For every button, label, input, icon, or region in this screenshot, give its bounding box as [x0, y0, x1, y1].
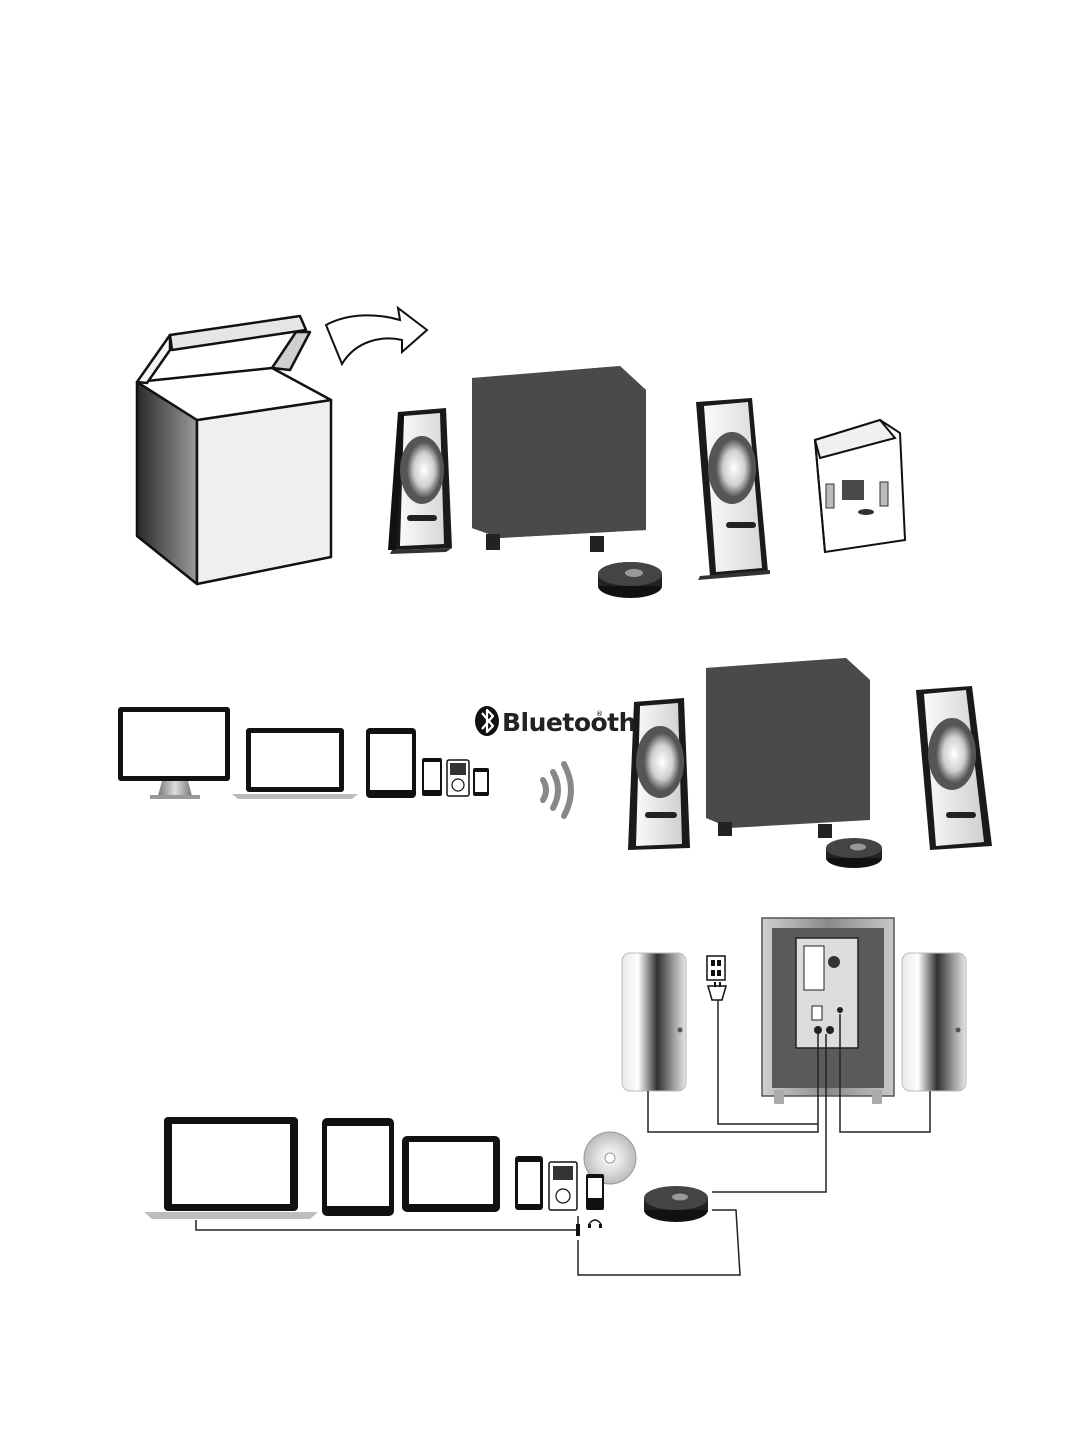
bluetooth-registered-mark: ® [596, 710, 603, 718]
step-bluetooth-pairing: Bluetooth ® [0, 650, 1081, 870]
tablet-icon [322, 1118, 394, 1216]
subwoofer [706, 658, 870, 838]
laptop-icon [232, 728, 358, 799]
speaker-left [388, 408, 452, 554]
tablet-icon [366, 728, 416, 798]
bluetooth-illustration: Bluetooth ® [0, 650, 1081, 870]
volume-control [598, 562, 662, 598]
laptop-icon [144, 1117, 318, 1219]
bluetooth-label: Bluetooth [502, 708, 636, 737]
wired-illustration [0, 910, 1081, 1290]
power-plug-icon [708, 982, 726, 1000]
media-player-icon [447, 760, 469, 796]
speaker-left [628, 698, 690, 850]
subwoofer [472, 366, 646, 552]
tablet-landscape-icon [402, 1136, 500, 1212]
speaker-left [622, 953, 686, 1091]
media-player-icon [549, 1162, 577, 1210]
box-icon [137, 316, 331, 584]
bluetooth-icon [475, 706, 499, 736]
smartphone-icon [515, 1156, 543, 1210]
mp3-player-icon [586, 1174, 604, 1210]
arrow-icon [326, 308, 427, 364]
volume-control [644, 1186, 708, 1222]
power-outlet [707, 956, 726, 1000]
bluetooth-logo: Bluetooth ® [475, 706, 636, 737]
unpack-illustration [0, 290, 1081, 610]
manual-icon [815, 420, 905, 552]
step-wired-connection [0, 910, 1081, 1290]
monitor-icon [118, 707, 230, 799]
volume-control [826, 838, 882, 868]
wave-icon [543, 764, 571, 816]
smartphone-icon [422, 758, 442, 796]
speaker-right [696, 398, 770, 580]
subwoofer-rear [762, 918, 894, 1104]
headphone-jack-icon [576, 1220, 602, 1236]
speaker-system [628, 658, 992, 868]
phone-icon [473, 768, 489, 796]
step-unpack [0, 290, 1081, 610]
speaker-right [902, 953, 966, 1091]
speaker-right [916, 686, 992, 850]
